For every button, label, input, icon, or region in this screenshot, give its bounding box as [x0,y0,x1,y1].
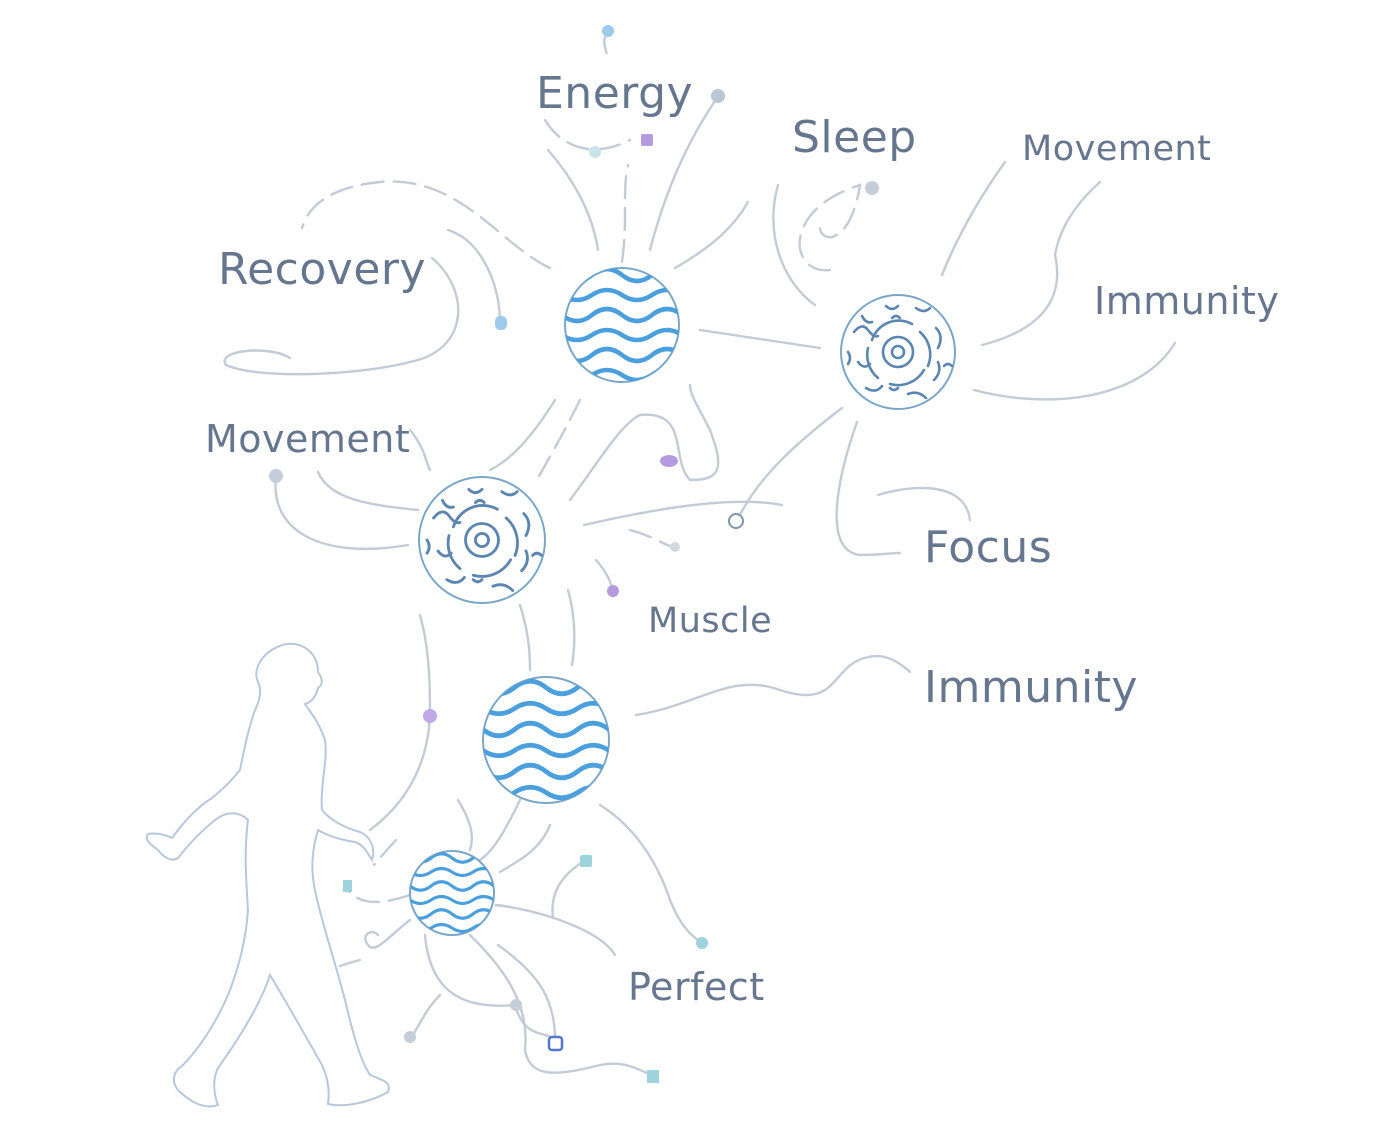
node-dot-icon [865,181,879,195]
node-dot-icon [404,1031,416,1043]
node-dot-icon [423,709,437,723]
label-focus: Focus [924,522,1053,573]
label-energy: Energy [536,68,694,119]
node-dot-icon [343,880,352,892]
connection-threads [223,30,1177,1079]
label-muscle: Muscle [648,601,773,641]
node-dots [269,25,879,1083]
label-perfect: Perfect [628,965,765,1009]
node-dot-icon [269,469,283,483]
orb-right [840,294,956,410]
label-sleep: Sleep [792,112,917,163]
node-dot-icon [641,134,653,146]
node-dot-icon [510,999,522,1011]
node-dot-icon [696,937,708,949]
node-dot-icon [728,513,744,529]
orb-top-center [564,267,680,383]
node-dot-icon [589,146,601,158]
node-dot-icon [670,542,680,552]
orb-middle [482,676,610,804]
orb-bottom [409,850,495,936]
label-movement-top: Movement [1022,129,1212,169]
label-immunity-right: Immunity [1094,279,1280,323]
node-dot-icon [607,585,619,597]
label-immunity-mid: Immunity [924,662,1138,713]
node-dot-icon [495,316,507,330]
label-movement-left: Movement [205,417,411,461]
node-dot-icon [580,855,592,867]
label-recovery: Recovery [218,244,427,295]
node-dot-icon [660,455,678,467]
orb-left [418,476,546,604]
node-dot-icon [647,1070,659,1083]
node-dot-icon [602,25,614,37]
node-dot-icon [711,89,725,103]
walking-person-icon [145,642,390,1108]
node-dot-icon [547,1035,564,1052]
